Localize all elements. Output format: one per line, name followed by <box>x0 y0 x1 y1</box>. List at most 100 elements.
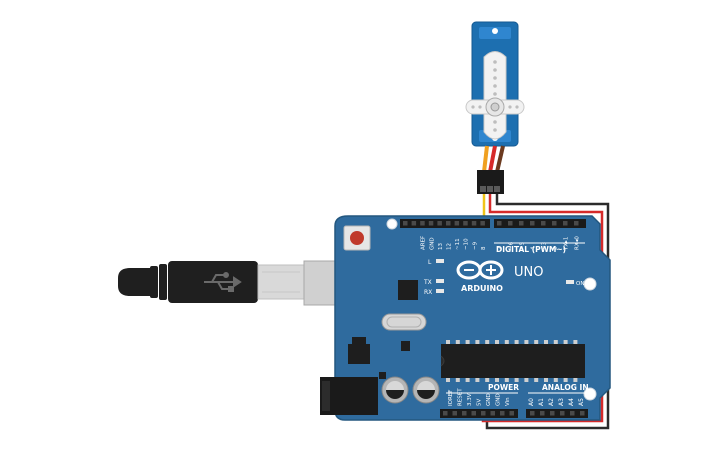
dc-power-jack[interactable] <box>320 377 378 415</box>
mounting-hole <box>583 277 597 291</box>
header-socket[interactable] <box>490 411 496 416</box>
header-socket[interactable] <box>500 411 505 416</box>
chip-leg <box>446 378 450 382</box>
led-tx <box>436 279 444 283</box>
header-socket[interactable] <box>552 221 557 226</box>
chip-leg <box>475 378 480 382</box>
power-pin-label: GND <box>486 393 492 406</box>
chip-leg <box>563 378 568 382</box>
header-socket[interactable] <box>428 221 434 226</box>
header-socket[interactable] <box>560 411 565 416</box>
chip-leg <box>475 340 480 344</box>
header-socket[interactable] <box>411 221 417 226</box>
digital-pin-label: 7 <box>498 246 504 250</box>
power-pin-label: GND <box>496 393 502 406</box>
digital-pin-label: ~11 <box>455 238 461 250</box>
header-socket[interactable] <box>497 221 502 226</box>
chip-leg <box>485 340 490 344</box>
digital-pin-label: 4 <box>531 246 537 250</box>
header-socket[interactable] <box>481 411 486 416</box>
digital-pin-label: 12 <box>447 243 453 250</box>
usb-symbol-icon <box>204 272 242 292</box>
capacitor <box>412 376 440 404</box>
header-socket[interactable] <box>443 411 448 416</box>
header-socket[interactable] <box>454 221 460 226</box>
chip-leg <box>563 340 568 344</box>
header-socket[interactable] <box>480 221 485 226</box>
chip-leg <box>553 378 558 382</box>
chip-leg <box>514 378 519 382</box>
digital-pin-label: ~5 <box>520 241 526 250</box>
chip-leg <box>455 378 460 382</box>
digital-label: DIGITAL (PWM~) <box>496 245 566 254</box>
chip-leg <box>534 340 539 344</box>
chip-leg <box>446 340 450 344</box>
chip-leg <box>504 340 509 344</box>
reset-button[interactable] <box>343 225 371 251</box>
chip-leg <box>573 340 578 344</box>
chip-leg <box>573 378 578 382</box>
crystal-oscillator <box>381 313 427 331</box>
usb-cable[interactable] <box>118 260 373 306</box>
led-l <box>436 259 444 263</box>
on-label: ON <box>576 281 584 287</box>
digital-pin-label: 8 <box>481 246 487 250</box>
chip-leg <box>504 378 509 382</box>
micro-servo[interactable] <box>465 21 525 173</box>
header-socket[interactable] <box>519 221 524 226</box>
digital-pin-label: AREF <box>421 236 427 250</box>
header-socket[interactable] <box>540 411 545 416</box>
header-socket[interactable] <box>471 411 477 416</box>
header-socket[interactable] <box>563 221 568 226</box>
chip-leg <box>495 340 499 344</box>
analog-pin-header[interactable] <box>526 409 588 418</box>
header-socket[interactable] <box>452 411 458 416</box>
digital-pin-label: ~3 <box>542 241 548 250</box>
led-on <box>566 280 574 284</box>
power-pin-label: Vin <box>505 397 511 406</box>
header-socket[interactable] <box>570 411 575 416</box>
analog-label: ANALOG IN <box>542 383 589 392</box>
usb-interface-chip <box>398 280 418 300</box>
digital-pin-header[interactable] <box>400 219 586 228</box>
analog-pin-label: A2 <box>548 398 555 406</box>
header-socket[interactable] <box>446 221 451 226</box>
header-socket[interactable] <box>509 411 515 416</box>
atmega-chip <box>440 340 585 382</box>
digital-pin-label: 2 <box>553 247 559 251</box>
power-pin-header[interactable] <box>440 409 518 418</box>
servo-connector[interactable] <box>477 170 504 194</box>
mounting-hole <box>583 387 597 401</box>
analog-pin-label: A1 <box>538 398 545 406</box>
digital-pin-label: ~9 <box>472 241 478 250</box>
header-socket[interactable] <box>580 411 585 416</box>
header-socket[interactable] <box>574 221 579 226</box>
led-l-label: L <box>428 259 432 266</box>
servo-horn[interactable] <box>465 51 525 140</box>
header-socket[interactable] <box>508 221 513 226</box>
chip-leg <box>524 340 529 344</box>
chip-leg <box>553 340 558 344</box>
analog-pin-label: A3 <box>558 398 565 406</box>
header-socket[interactable] <box>541 221 546 226</box>
header-socket[interactable] <box>403 221 408 226</box>
power-pin-label: 5V <box>477 399 483 406</box>
chip-leg <box>495 378 499 382</box>
header-socket[interactable] <box>471 221 477 226</box>
header-socket[interactable] <box>463 221 468 226</box>
header-socket[interactable] <box>530 411 535 416</box>
header-socket[interactable] <box>437 221 442 226</box>
power-pin-label: 3.3V <box>467 393 473 406</box>
brand-text: ARDUINO <box>461 284 503 293</box>
chip-leg <box>524 378 529 382</box>
header-socket[interactable] <box>420 221 425 226</box>
digital-pin-label: 13 <box>438 243 444 250</box>
header-socket[interactable] <box>462 411 467 416</box>
header-socket[interactable] <box>530 221 535 226</box>
header-socket[interactable] <box>550 411 555 416</box>
voltage-regulator <box>348 337 370 364</box>
